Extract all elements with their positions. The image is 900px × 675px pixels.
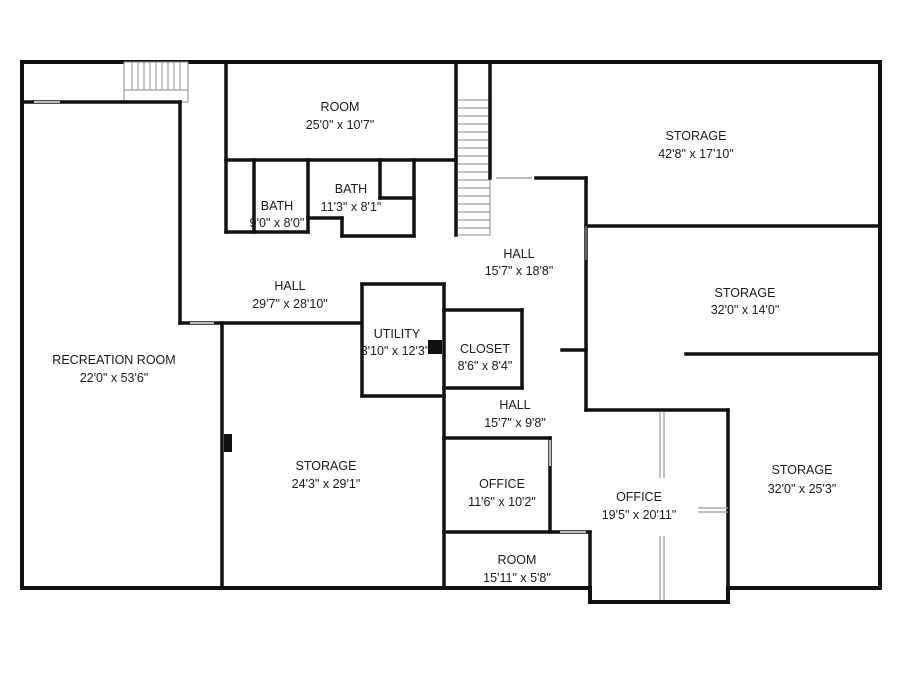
label-room-top-dims: 25'0" x 10'7" — [306, 118, 375, 132]
interior-walls — [20, 60, 882, 604]
label-recreation-room-name: RECREATION ROOM — [52, 353, 175, 367]
room-labels: ROOM 25'0" x 10'7" STORAGE 42'8" x 17'10… — [52, 100, 836, 585]
label-hall-3-dims: 15'7" x 9'8" — [484, 416, 546, 430]
label-storage-3-name: STORAGE — [296, 459, 357, 473]
label-room-top-name: ROOM — [321, 100, 360, 114]
stairs-center — [455, 99, 491, 236]
label-office-2-name: OFFICE — [616, 490, 662, 504]
label-storage-2-dims: 32'0" x 14'0" — [711, 303, 780, 317]
label-hall-2-name: HALL — [274, 279, 305, 293]
label-hall-3-name: HALL — [499, 398, 530, 412]
label-closet-name: CLOSET — [460, 342, 510, 356]
label-office-1-dims: 11'6" x 10'2" — [468, 495, 536, 509]
label-storage-1-dims: 42'8" x 17'10" — [658, 147, 734, 161]
utility-fixture — [428, 340, 442, 354]
door-openings — [34, 101, 586, 533]
stairs-top-left — [123, 61, 189, 103]
label-hall-1-name: HALL — [503, 247, 534, 261]
label-utility-dims: 3'10" x 12'3" — [361, 344, 430, 358]
label-storage-2-name: STORAGE — [715, 286, 776, 300]
label-bath-2-dims: 11'3" x 8'1" — [321, 200, 382, 214]
label-bath-2-name: BATH — [335, 182, 367, 196]
label-closet-dims: 8'6" x 8'4" — [458, 359, 513, 373]
label-recreation-room-dims: 22'0" x 53'6" — [80, 371, 149, 385]
label-storage-4-name: STORAGE — [772, 463, 833, 477]
label-storage-3-dims: 24'3" x 29'1" — [292, 477, 361, 491]
label-room-bottom-dims: 15'11" x 5'8" — [483, 571, 551, 585]
label-office-2-dims: 19'5" x 20'11" — [602, 508, 677, 522]
label-room-bottom-name: ROOM — [498, 553, 537, 567]
label-hall-1-dims: 15'7" x 18'8" — [485, 264, 554, 278]
column-fixture — [224, 434, 232, 452]
label-storage-1-name: STORAGE — [666, 129, 727, 143]
label-office-1-name: OFFICE — [479, 477, 525, 491]
partitions — [585, 226, 728, 600]
label-bath-1-dims: 9'0" x 8'0" — [250, 216, 305, 230]
outer-wall — [20, 60, 882, 604]
label-bath-1-name: BATH — [261, 199, 293, 213]
label-storage-4-dims: 32'0" x 25'3" — [768, 482, 837, 496]
label-utility-name: UTILITY — [374, 327, 421, 341]
label-hall-2-dims: 29'7" x 28'10" — [252, 297, 328, 311]
